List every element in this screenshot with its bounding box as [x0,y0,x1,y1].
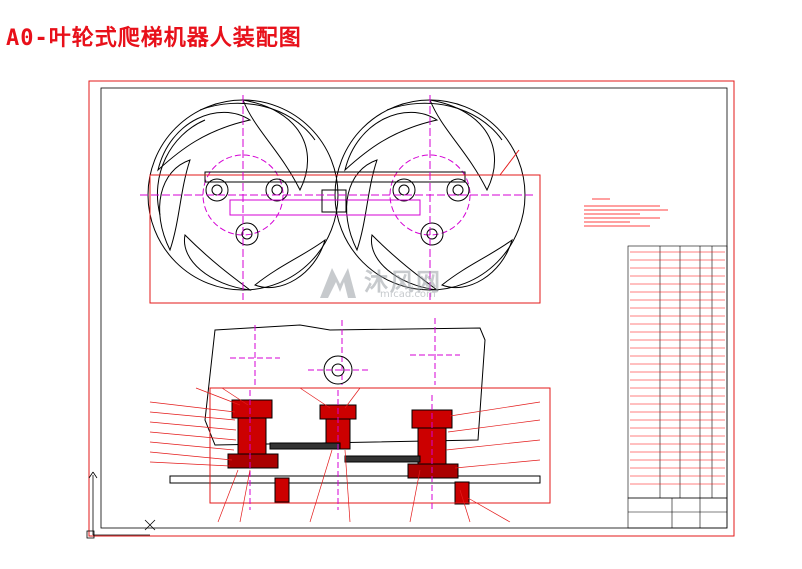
side-plate [204,318,486,446]
part-callout-leaders [149,387,541,523]
technical-notes [584,198,668,227]
title-block [627,497,728,529]
top-view-frame [140,95,541,304]
parts-list-rows [630,251,725,485]
page-title: A0-叶轮式爬梯机器人装配图 [6,26,302,51]
ucs-origin-icon [86,471,156,539]
outer-frame [88,80,735,537]
assembly-section [169,387,551,510]
